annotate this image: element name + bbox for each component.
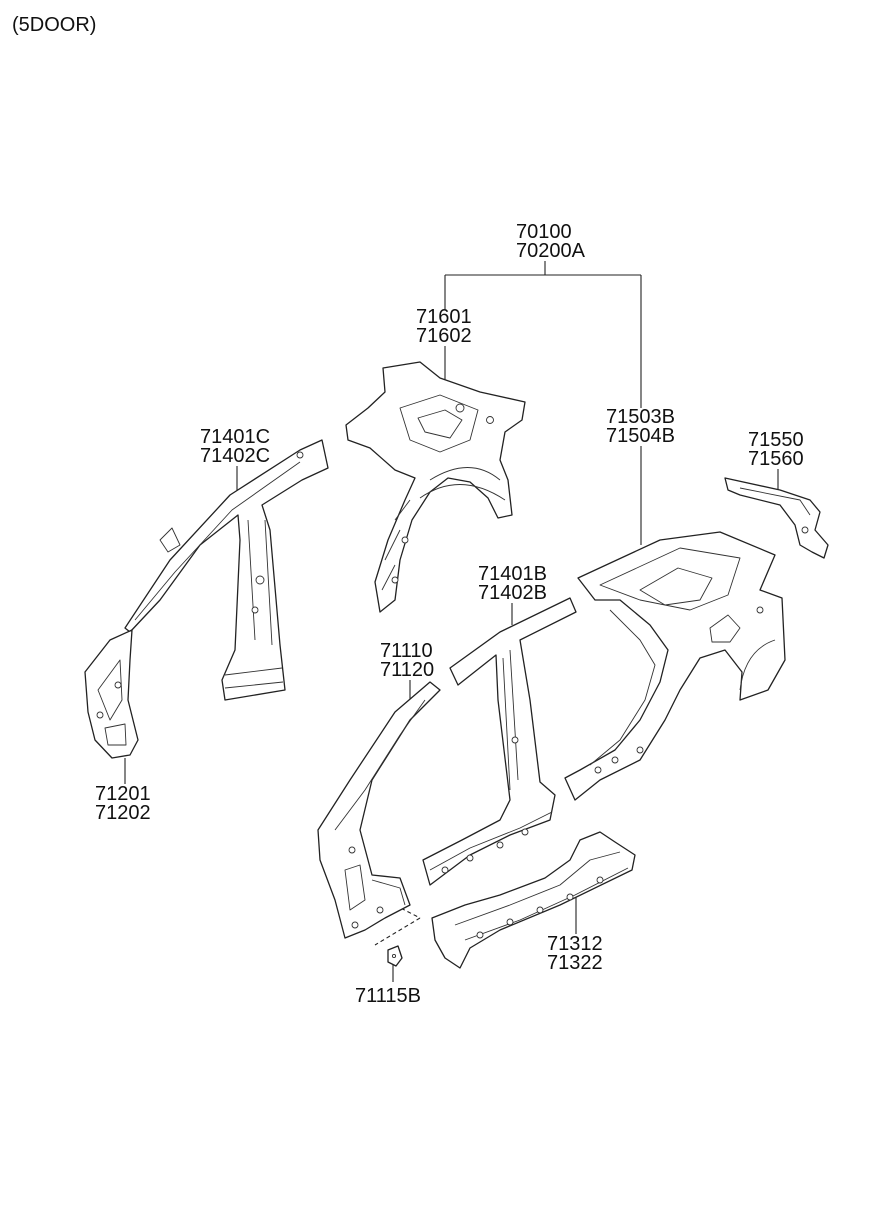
callout-tail-lamp-panel: 71550 71560 [748,429,804,470]
callout-assembly-line1: 70100 [516,221,572,243]
callout-roof-rail-inner-line2: 71402C [200,445,270,467]
callout-a-pillar-outer-line1: 71110 [380,640,433,662]
callout-rear-inner-line2: 71602 [416,325,472,347]
callout-bracket-line1: 71115B [355,985,421,1007]
quarter-outer-panel-illustration [564,531,786,801]
callout-a-pillar-inner: 71201 71202 [95,783,151,824]
leader-bracket-dash-2 [374,917,421,946]
callout-roof-rail-outer-line2: 71402B [478,582,547,604]
a-pillar-inner-illustration [84,629,139,759]
callout-roof-rail-inner: 71401C 71402C [200,426,270,467]
callout-rear-inner: 71601 71602 [416,306,472,347]
leader-bracket-dash-1 [394,904,421,919]
callout-assembly: 70100 70200A [516,221,586,262]
callout-roof-rail-outer: 71401B 71402B [478,563,547,604]
callout-quarter-outer-line1: 71503B [606,406,675,428]
callout-rear-inner-line1: 71601 [416,306,472,328]
bracket-illustration [387,945,403,967]
callout-bracket: 71115B [355,985,421,1007]
a-pillar-outer-illustration [317,681,441,939]
callout-roof-rail-inner-line1: 71401C [200,426,270,448]
variant-label: (5DOOR) [12,14,97,36]
callout-quarter-outer-line2: 71504B [606,425,675,447]
roof-rail-outer-illustration [422,597,577,886]
tail-lamp-panel-illustration [724,477,829,559]
callout-a-pillar-inner-line2: 71202 [95,802,151,824]
callout-side-sill-line2: 71322 [547,952,603,974]
rear-inner-panel-illustration [345,361,526,613]
callout-a-pillar-inner-line1: 71201 [95,783,151,805]
callout-quarter-outer: 71503B 71504B [606,406,675,447]
callout-side-sill-line1: 71312 [547,933,603,955]
callout-roof-rail-outer-line1: 71401B [478,563,547,585]
callout-tail-lamp-panel-line2: 71560 [748,448,804,470]
callout-side-sill: 71312 71322 [547,933,603,974]
callout-a-pillar-outer: 71110 71120 [380,640,434,681]
leader-lines [124,261,779,982]
callout-a-pillar-outer-line2: 71120 [380,659,434,681]
callout-assembly-line2: 70200A [516,240,586,262]
side-sill-illustration [431,831,636,969]
callout-tail-lamp-panel-line1: 71550 [748,429,804,451]
roof-rail-inner-illustration [124,439,329,701]
